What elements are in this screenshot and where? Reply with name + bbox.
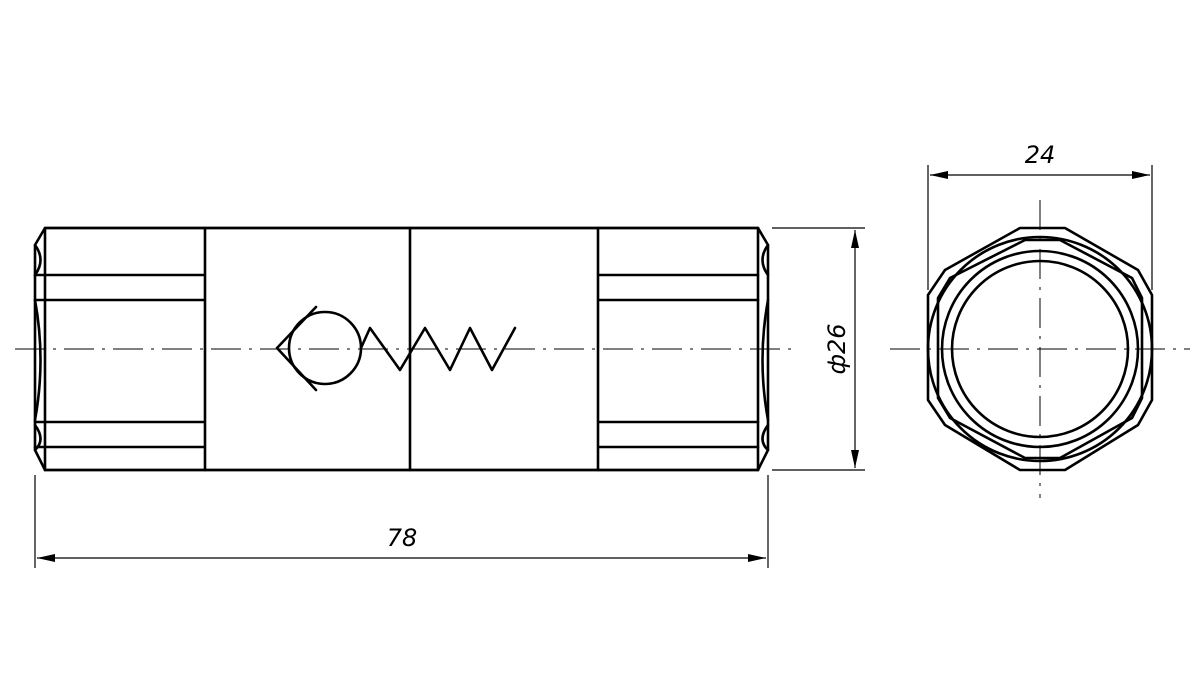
diameter-dimension-label: ф26 xyxy=(823,323,851,374)
hex-flat-arc xyxy=(33,243,42,277)
length-dimension-label: 78 xyxy=(387,524,418,552)
hex-flat-arc xyxy=(761,243,770,277)
side-view xyxy=(15,226,795,472)
hex-flat-arc xyxy=(761,423,770,452)
across-flats-dimension: 24 xyxy=(927,141,1153,290)
hex-flat-arc xyxy=(33,298,42,422)
hex-flat-arc xyxy=(761,298,770,422)
diameter-dimension: ф26 xyxy=(772,227,865,471)
length-dimension: 78 xyxy=(34,475,769,568)
across-flats-dimension-label: 24 xyxy=(1025,141,1056,169)
end-view xyxy=(890,200,1190,498)
spring-symbol xyxy=(359,326,517,372)
hexagon-outline xyxy=(926,226,1154,472)
